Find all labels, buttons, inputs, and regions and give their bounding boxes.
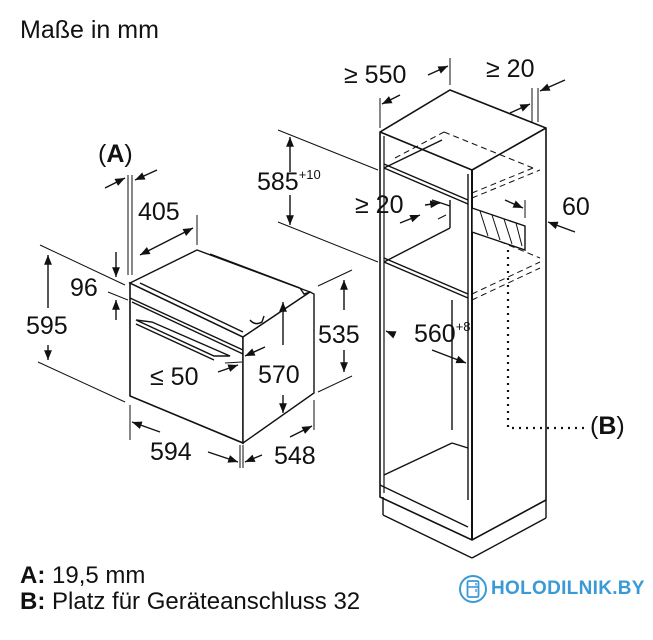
dim-cabinet-depth-min: ≥ 550 [344,61,407,89]
label-a-marker: (A) [98,140,133,168]
legend-a-value: 19,5 mm [52,562,146,589]
dim-niche-height: 585+10 [257,167,321,196]
dim-vent-depth: 60 [562,193,590,221]
dim-oven-width-top: 405 [138,198,180,226]
niche-height-value: 585 [257,168,299,196]
fridge-icon [459,575,487,603]
dim-door-gap: ≤ 50 [150,363,199,391]
niche-width-value: 560 [414,320,456,348]
legend-a-key: A: [20,562,46,589]
dim-panel-height: 96 [70,274,98,302]
watermark-text: HOLODILNIK.BY [491,578,645,599]
legend-b-key: B: [20,588,46,615]
label-b-marker: (B) [590,412,625,440]
niche-width-tolerance: +8 [455,319,471,334]
legend-item-b: B: Platz für Geräteanschluss 32 [20,589,360,615]
oven-drawing [37,169,353,468]
page-title: Maße in mm [20,16,159,44]
dim-side-height: 535 [318,321,360,349]
dim-depth: 548 [274,442,316,470]
dim-rear-gap: ≥ 20 [486,55,535,83]
cabinet-drawing [277,58,585,559]
dim-niche-width: 560+8 [414,319,471,348]
watermark-logo: HOLODILNIK.BY [458,574,645,604]
dim-front-width: 594 [150,438,192,466]
dim-vent-gap: ≥ 20 [355,191,404,219]
niche-height-tolerance: +10 [298,167,321,182]
legend-item-a: A: 19,5 mm [20,563,360,589]
dim-total-height: 595 [26,312,68,340]
legend: A: 19,5 mm B: Platz für Geräteanschluss … [20,563,360,615]
dim-inner-height: 570 [258,361,300,389]
legend-b-value: Platz für Geräteanschluss 32 [52,588,361,615]
